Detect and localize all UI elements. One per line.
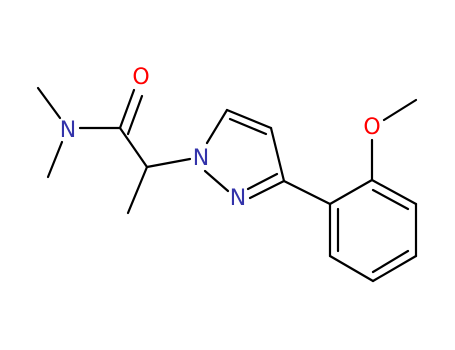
atom-label-n1-pyrazole: N bbox=[193, 146, 209, 171]
bond-ph2-ph3-a bbox=[370, 178, 418, 206]
bond-carbonyl-o-a bbox=[118, 88, 136, 130]
atom-label-n-amide: N bbox=[60, 118, 76, 143]
bond-n2-n1 bbox=[203, 169, 230, 193]
bond-c3-n2-b bbox=[246, 172, 279, 191]
bond-ch-n1 bbox=[145, 157, 192, 169]
atom-label-n2-pyrazole: N bbox=[230, 186, 246, 211]
bond-ph1-ph2 bbox=[328, 178, 374, 206]
bond-ph2-ph3-b bbox=[371, 188, 410, 211]
bond-n1-c5 bbox=[205, 108, 229, 145]
bond-c3-phenyl bbox=[282, 179, 332, 206]
bond-ph4-ph5-a bbox=[371, 254, 418, 283]
bond-c4-c3 bbox=[269, 126, 286, 183]
bond-ph4-ph5-b bbox=[371, 249, 410, 274]
bond-ch-methyl bbox=[126, 165, 149, 215]
bond-c5-c4-a bbox=[225, 108, 273, 130]
bond-carbonyl-ch bbox=[118, 126, 149, 169]
bond-o-methyl bbox=[382, 98, 418, 122]
bond-carbonyl-o-b bbox=[126, 94, 144, 136]
bond-ph5-ph6 bbox=[328, 254, 375, 283]
bond-c5-c4-b bbox=[228, 117, 268, 136]
atom-label-o-methoxy: O bbox=[363, 115, 380, 140]
bond-methyl1-n bbox=[36, 86, 62, 120]
atom-label-o-carbonyl: O bbox=[132, 65, 149, 90]
bond-methyl2-n bbox=[46, 140, 64, 179]
bond-c3-n2-a bbox=[248, 179, 286, 200]
